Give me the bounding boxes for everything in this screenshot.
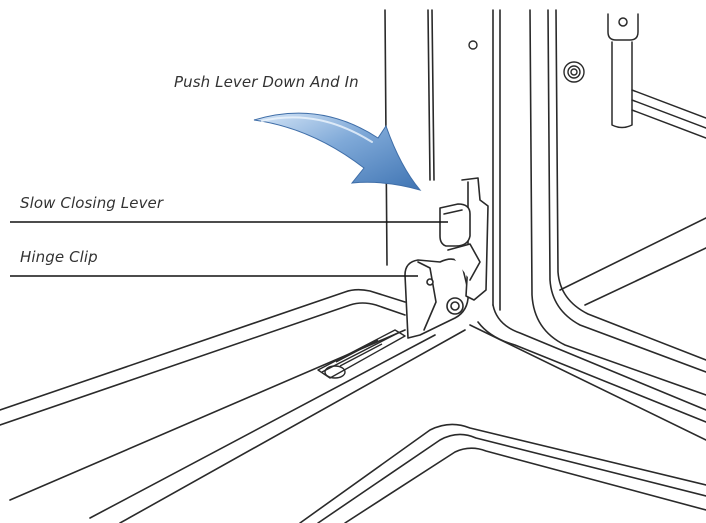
frame-screw (468, 40, 585, 83)
oven-frame (384, 9, 706, 423)
hinge-mechanism (404, 177, 489, 339)
oven-door (0, 288, 706, 523)
slow-closing-lever-label: Slow Closing Lever (20, 194, 164, 212)
hinge-clip-label: Hinge Clip (20, 248, 98, 266)
push-lever-instruction: Push Lever Down And In (174, 73, 359, 91)
hinge-slot (317, 329, 406, 379)
curved-arrow-icon (253, 112, 422, 191)
oven-rack-support (607, 13, 706, 139)
